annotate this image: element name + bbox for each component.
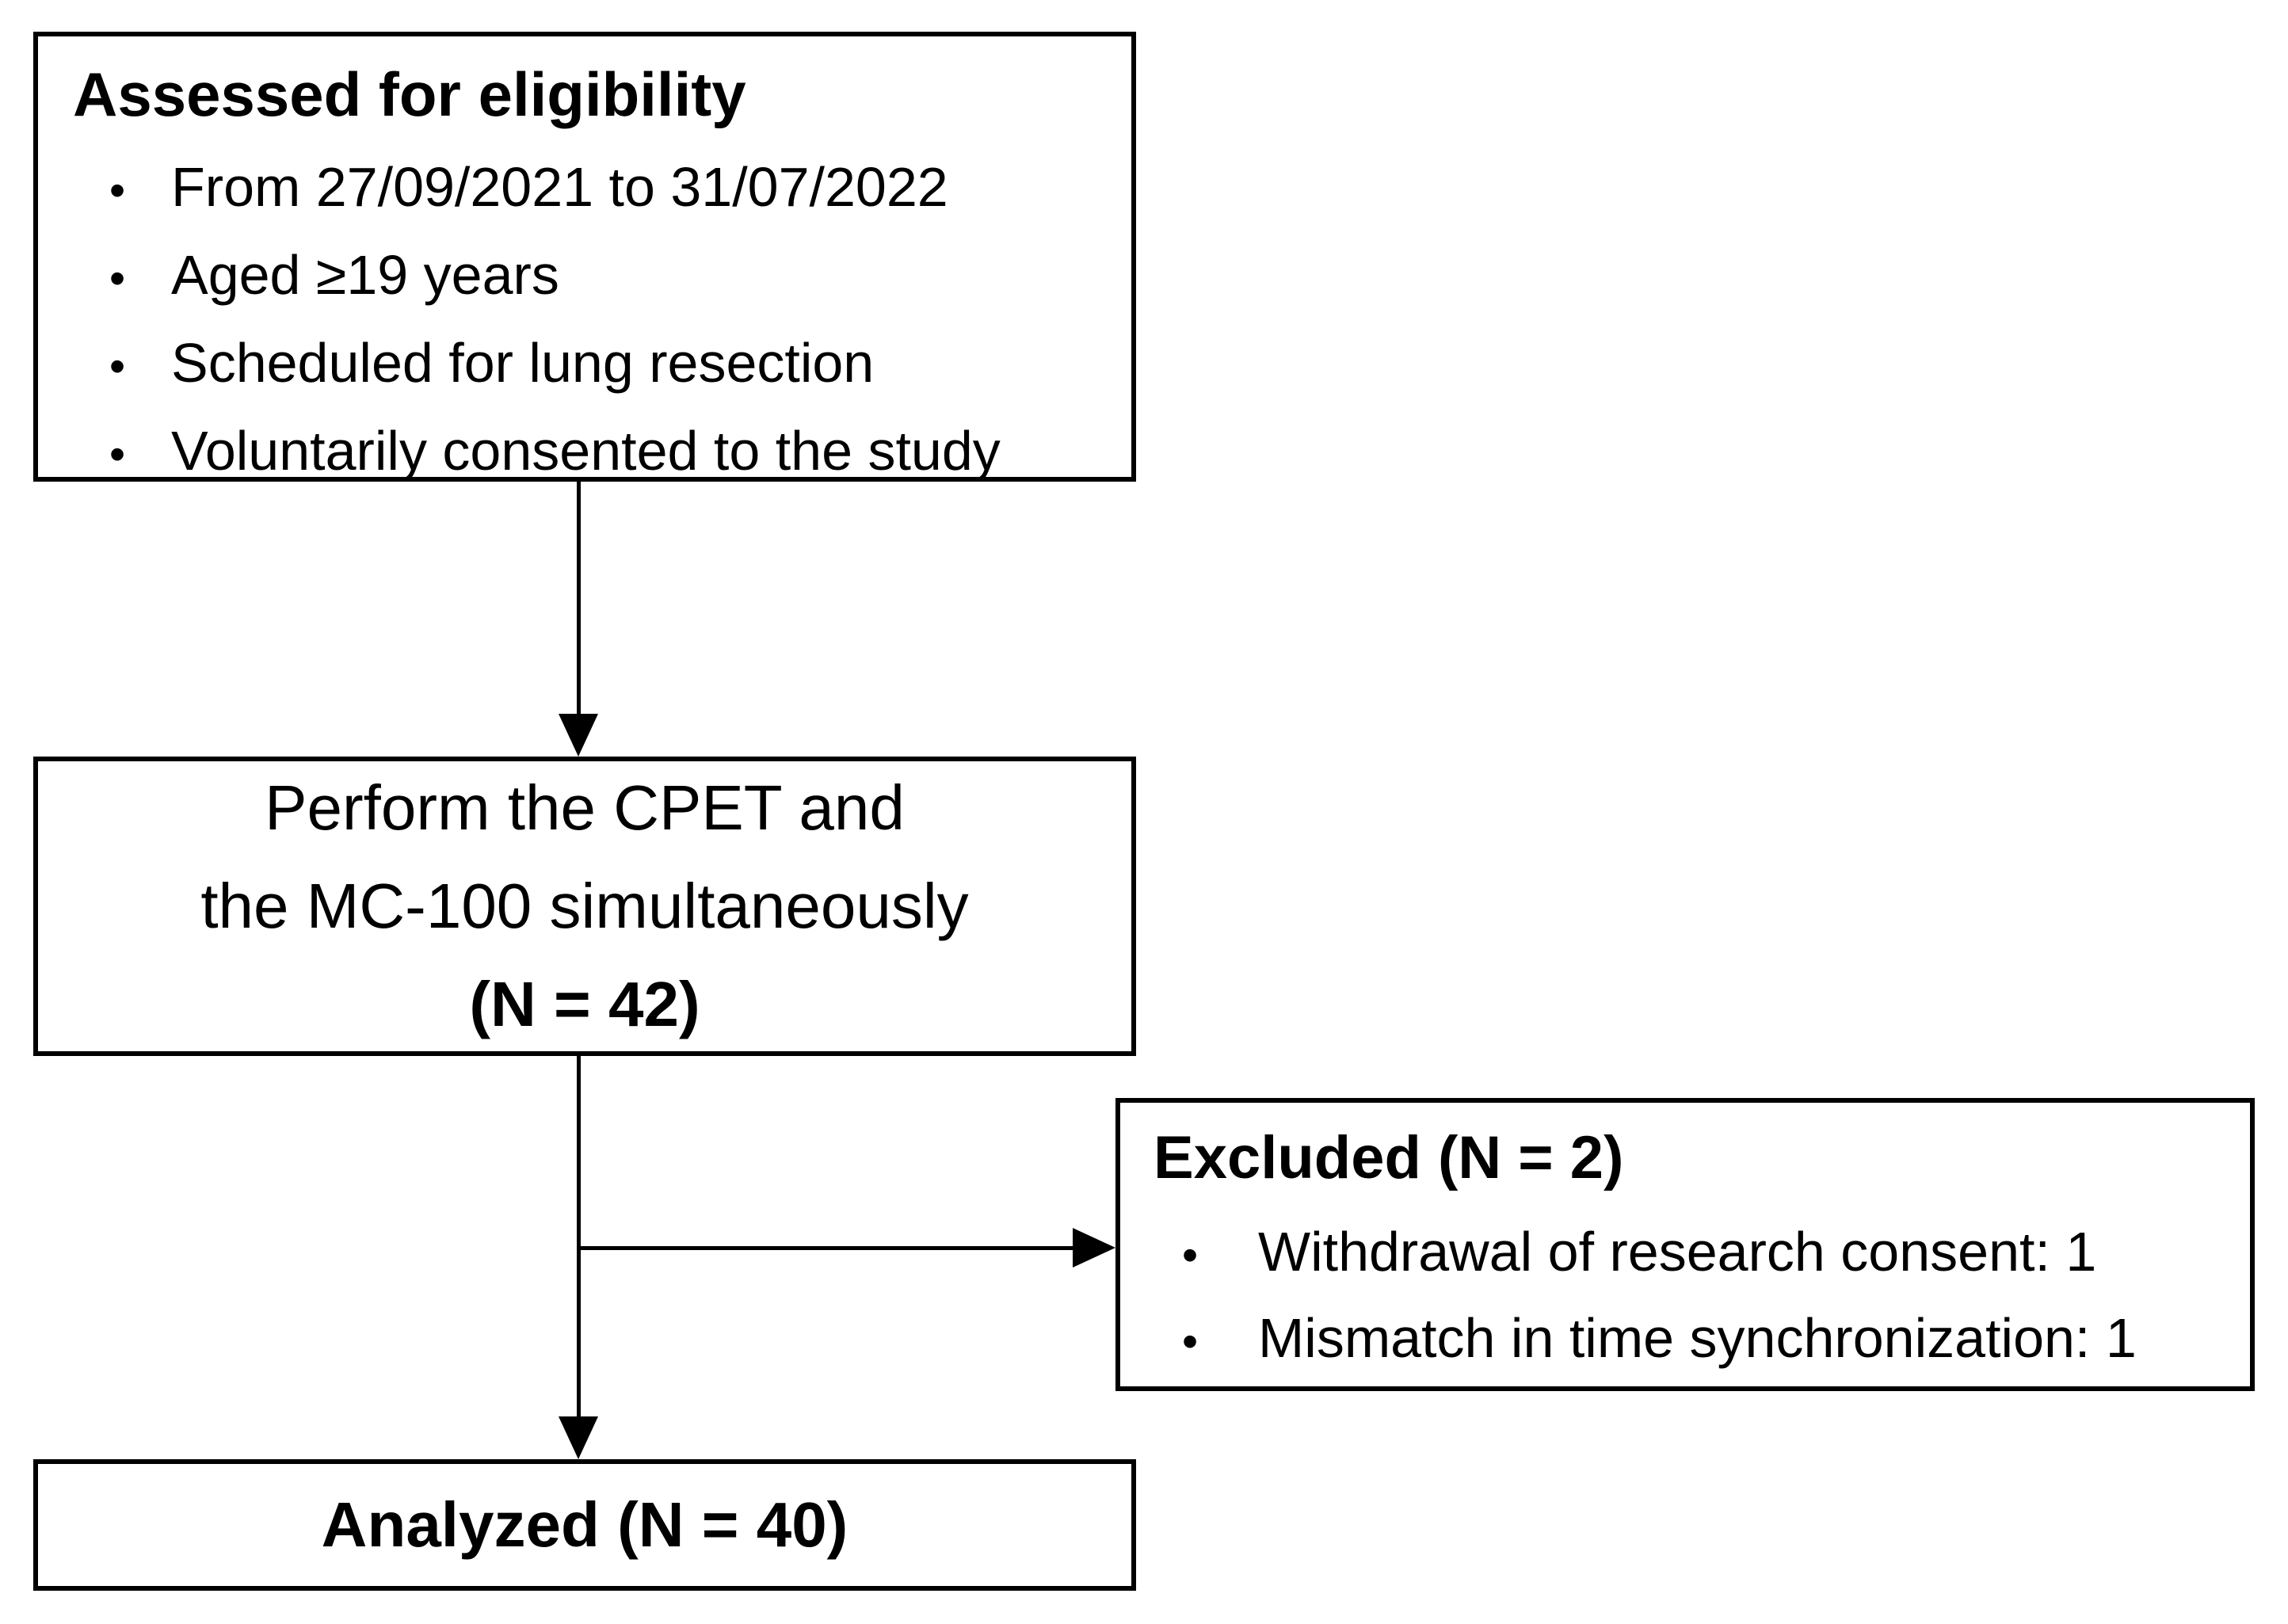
analyzed-title: Analyzed (N = 40) xyxy=(321,1489,848,1560)
bullet-text: Mismatch in time synchronization: 1 xyxy=(1258,1307,2137,1370)
bullet-marker: • xyxy=(109,165,126,216)
arrow-down-icon xyxy=(559,1416,598,1459)
bullet-marker: • xyxy=(109,341,126,392)
arrow-branch-to-excluded-line xyxy=(577,1246,1074,1250)
perform-line-1: Perform the CPET and xyxy=(265,772,905,843)
eligibility-bullet-1: • From 27/09/2021 to 31/07/2022 xyxy=(73,145,1108,233)
arrow-perform-to-analyzed-line xyxy=(577,1055,581,1418)
bullet-text: Withdrawal of research consent: 1 xyxy=(1258,1221,2097,1283)
arrow-eligibility-to-perform-line xyxy=(577,481,581,717)
eligibility-bullet-2: • Aged ≥19 years xyxy=(73,233,1108,321)
excluded-bullet-1: • Withdrawal of research consent: 1 xyxy=(1154,1210,2231,1297)
bullet-text: Scheduled for lung resection xyxy=(171,331,875,394)
bullet-text: Aged ≥19 years xyxy=(171,243,559,306)
eligibility-box: Assessed for eligibility • From 27/09/20… xyxy=(33,32,1136,482)
arrow-down-icon xyxy=(559,714,598,757)
excluded-title: Excluded (N = 2) xyxy=(1154,1124,1624,1191)
eligibility-title: Assessed for eligibility xyxy=(73,59,746,129)
arrow-right-icon xyxy=(1073,1228,1115,1268)
eligibility-bullet-list: • From 27/09/2021 to 31/07/2022 • Aged ≥… xyxy=(73,145,1108,497)
eligibility-bullet-4: • Voluntarily consented to the study xyxy=(73,409,1108,497)
bullet-marker: • xyxy=(109,253,126,304)
bullet-text: Voluntarily consented to the study xyxy=(171,419,1001,482)
perform-line-2: the MC-100 simultaneously xyxy=(200,871,969,941)
bullet-marker: • xyxy=(109,429,126,480)
eligibility-bullet-3: • Scheduled for lung resection xyxy=(73,321,1108,409)
analyzed-box: Analyzed (N = 40) xyxy=(33,1459,1136,1591)
perform-n-label: (N = 42) xyxy=(469,969,700,1039)
excluded-bullet-2: • Mismatch in time synchronization: 1 xyxy=(1154,1297,2231,1383)
bullet-marker: • xyxy=(1182,1317,1199,1368)
bullet-marker: • xyxy=(1182,1230,1199,1282)
excluded-box: Excluded (N = 2) • Withdrawal of researc… xyxy=(1115,1098,2255,1391)
bullet-text: From 27/09/2021 to 31/07/2022 xyxy=(171,155,948,218)
excluded-bullet-list: • Withdrawal of research consent: 1 • Mi… xyxy=(1154,1210,2231,1383)
perform-box: Perform the CPET and the MC-100 simultan… xyxy=(33,757,1136,1056)
